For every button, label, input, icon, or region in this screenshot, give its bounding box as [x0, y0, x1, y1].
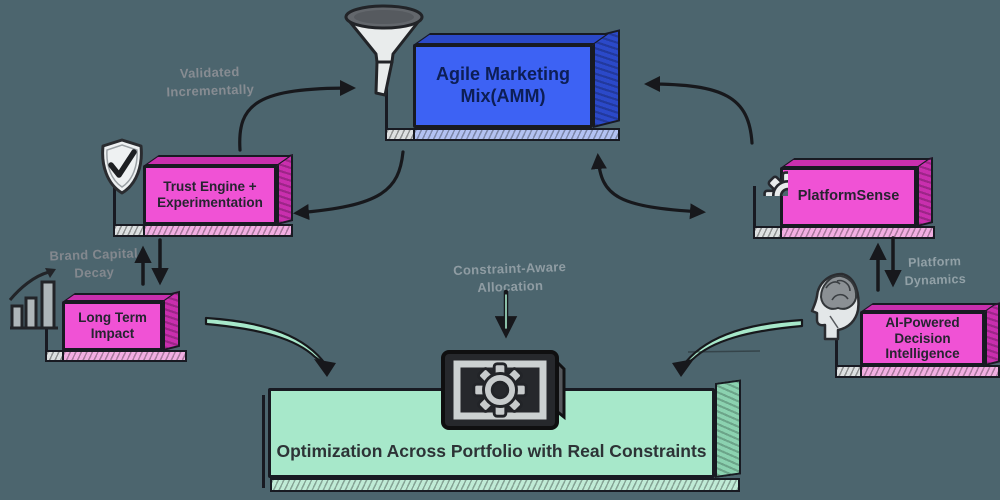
edge-label-validated: Validated Incrementally — [166, 63, 255, 100]
funnel-icon — [338, 2, 430, 98]
amm-frame-line — [385, 72, 388, 128]
optimization-frame-line — [262, 395, 265, 488]
growth-chart-icon — [6, 266, 62, 336]
ai-frame-ledge — [835, 365, 862, 378]
optimization-bottom-strip — [270, 478, 740, 492]
longterm-bottom-strip — [62, 350, 187, 362]
trust-label: Trust Engine + Experimentation — [157, 178, 263, 210]
amm-frame-ledge — [385, 128, 415, 141]
node-longterm: Long Term Impact — [62, 301, 163, 351]
swoosh-right-arrowhead — [672, 359, 694, 377]
node-trust: Trust Engine + Experimentation — [143, 165, 277, 225]
sketch-line — [687, 350, 761, 353]
arrow-platformsense-to-amm — [644, 76, 754, 145]
amm-side-face — [593, 29, 620, 129]
amm-bottom-strip — [413, 128, 620, 141]
trust-frame-ledge — [113, 224, 145, 237]
platformsense-frame-ledge — [753, 226, 782, 239]
platformsense-label: PlatformSense — [797, 188, 900, 205]
platformsense-frame-line — [753, 186, 756, 226]
platformsense-gear-icon — [736, 144, 788, 196]
arrow-amm-platformsense-bidirectional — [590, 153, 706, 220]
swoosh-longterm-to-optimization — [204, 316, 328, 367]
swoosh-left-arrowhead — [314, 359, 336, 377]
swoosh-ai-to-optimization — [680, 318, 804, 369]
edge-label-platform-dynamics: Platform Dynamics — [904, 254, 967, 288]
longterm-frame-ledge — [45, 350, 64, 362]
edge-label-constraint: Constraint-Aware Allocation — [452, 259, 567, 296]
optimization-side-face — [715, 379, 741, 478]
arrow-amm-to-trust — [293, 150, 405, 220]
ai-bottom-strip — [860, 365, 1000, 378]
node-platformsense: PlatformSense — [780, 167, 917, 227]
node-ai: AI-Powered Decision Intelligence — [860, 311, 985, 366]
optimization-label: Optimization Across Portfolio with Real … — [276, 440, 707, 461]
longterm-frame-line — [45, 312, 48, 350]
trust-bottom-strip — [143, 224, 293, 237]
ai-frame-line — [835, 330, 838, 365]
amm-label: Agile Marketing Mix(AMM) — [435, 64, 571, 106]
ai-label: AI-Powered Decision Intelligence — [885, 314, 960, 362]
trust-frame-line — [113, 182, 116, 224]
framed-gear-icon — [440, 349, 568, 433]
shield-check-icon — [96, 137, 148, 197]
node-amm: Agile Marketing Mix(AMM) — [413, 44, 593, 128]
platformsense-side-face — [917, 157, 933, 227]
longterm-label: Long Term Impact — [78, 309, 147, 341]
ai-side-face — [985, 302, 1000, 366]
trust-side-face — [277, 154, 293, 225]
platformsense-bottom-strip — [780, 226, 935, 239]
head-brain-icon — [808, 268, 868, 348]
